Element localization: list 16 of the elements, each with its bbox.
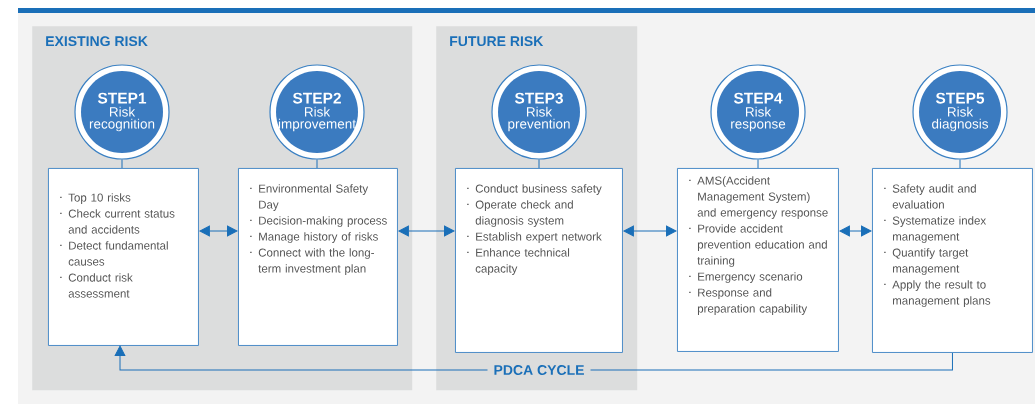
list-box: Safety audit and evaluation Systematize index management Quantify target management Apply the result to management plans [872, 168, 1033, 353]
connector-line [121, 159, 123, 169]
list-box: Top 10 risks Check current status and accidents Detect fundamental causes Conduct risk assessment [48, 168, 199, 346]
edge-label: PDCA CYCLE [487, 363, 591, 377]
connector-line [316, 159, 318, 169]
arrow [398, 225, 455, 237]
list-box: AMS(Accident Management System) and emergency response Provide accident prevention education and training Emergency scenario Response and preparation capability [677, 168, 839, 352]
arrow [623, 225, 677, 237]
connector-line [538, 159, 540, 169]
arrow [839, 225, 872, 237]
connector-line [959, 159, 961, 169]
arrow [114, 345, 953, 371]
list-box: Conduct business safety Operate check and diagnosis system Establish expert network Enhance technical capacity [455, 168, 623, 353]
arrow [199, 225, 238, 237]
list-box: Environmental Safety Day Decision-making process Manage history of risks Connect with the long-term investment plan [238, 168, 398, 346]
connector-line [757, 159, 759, 169]
